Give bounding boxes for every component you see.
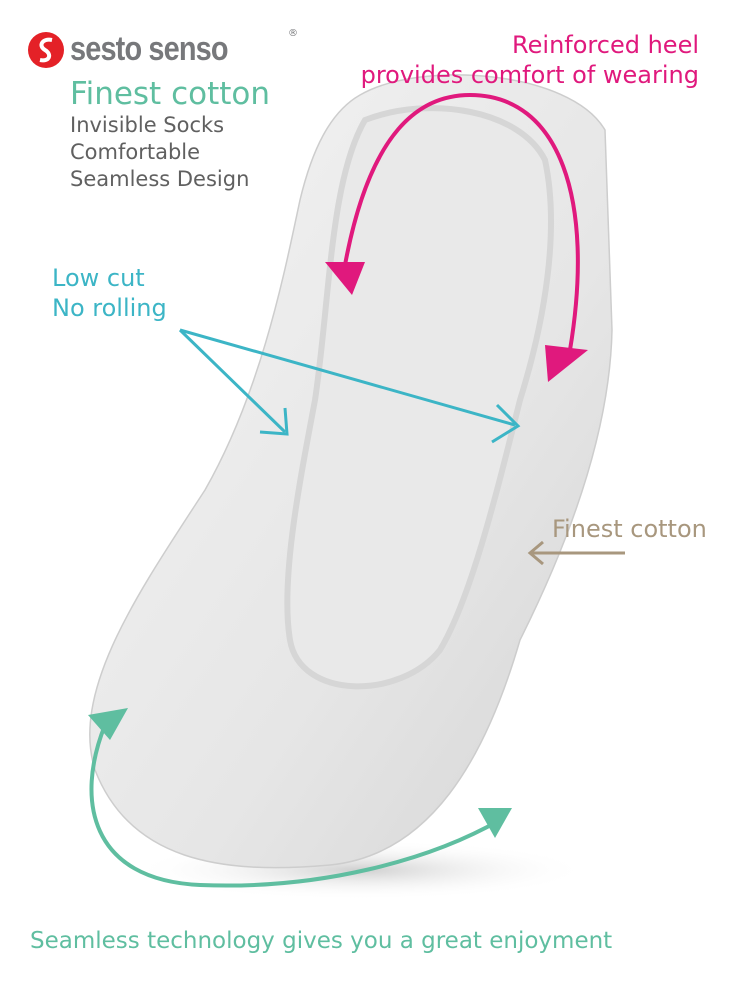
feature-item: Seamless Design [70, 167, 250, 191]
heel-arrowhead-left [325, 262, 365, 295]
seamless-callout: Seamless technology gives you a great en… [30, 928, 613, 954]
cotton-callout: Finest cotton [552, 515, 707, 543]
arrowhead-icon [527, 540, 544, 566]
low-cut-arrow-2 [179, 328, 516, 427]
heel-callout: Reinforced heel provides comfort of wear… [361, 30, 699, 90]
feature-item: Invisible Socks [70, 113, 225, 137]
feature-item: Comfortable [70, 140, 201, 164]
brand-name: sesto senso [70, 30, 229, 68]
brand-logo: sesto senso [28, 30, 256, 69]
seamless-arrowhead-right [478, 808, 512, 838]
heel-arrowhead-right [545, 345, 588, 382]
seamless-arrowhead-left [88, 708, 128, 740]
arrowhead-icon [259, 407, 289, 436]
heel-arrow [343, 92, 580, 351]
arrowhead-icon [491, 403, 521, 444]
low-cut-callout: Low cut No rolling [52, 263, 167, 323]
heel-callout-line: provides comfort of wearing [360, 61, 699, 89]
registered-mark: ® [288, 28, 298, 39]
heel-callout-line: Reinforced heel [512, 31, 699, 59]
logo-s-icon [28, 31, 64, 68]
low-cut-line: No rolling [52, 294, 167, 322]
low-cut-arrow-1 [178, 328, 287, 434]
seamless-arrow [89, 724, 501, 888]
low-cut-line: Low cut [52, 264, 145, 292]
headline: Finest cotton [70, 76, 271, 112]
